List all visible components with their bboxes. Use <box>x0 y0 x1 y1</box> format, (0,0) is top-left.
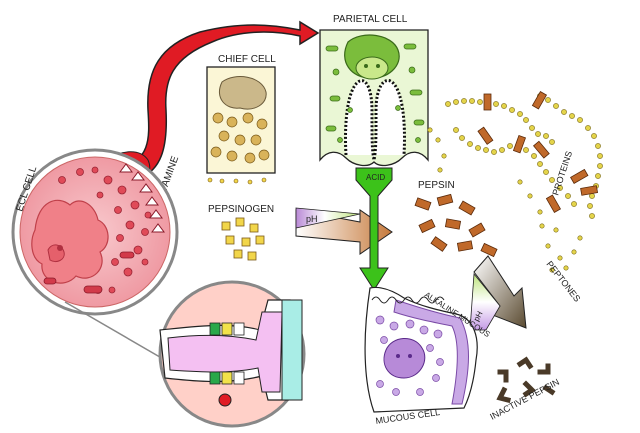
parietal-cell <box>319 29 429 167</box>
acid-arrow <box>355 167 393 291</box>
chief-cell-label: CHIEF CELL <box>218 54 276 65</box>
inactive-pepsin-pieces <box>496 356 556 404</box>
chief-cell <box>206 66 276 185</box>
histamine-release-triangles <box>119 163 165 233</box>
gastric-gland-zoom <box>64 280 306 428</box>
inactivation-arrow <box>469 255 527 331</box>
ecl-cell <box>11 148 179 316</box>
acid-label: ACID <box>366 173 385 182</box>
protein-cut-markers <box>477 91 599 213</box>
peptones-label: PEPTONES <box>544 259 582 304</box>
gland-cell-bands <box>209 322 245 385</box>
pepsinogen-label: PEPSINOGEN <box>208 204 274 215</box>
activation-arrow <box>295 207 393 255</box>
mucous-cell <box>364 286 478 413</box>
ph-label-lower: pH <box>472 309 485 322</box>
ph-label-upper: pH <box>306 214 318 224</box>
parietal-cell-label: PARIETAL CELL <box>333 14 408 25</box>
ecl-granules <box>58 166 152 294</box>
pepsin-blocks <box>414 193 498 258</box>
pepsinogen-granules <box>221 217 265 261</box>
ecl-mitochondria <box>43 251 135 294</box>
pepsin-label: PEPSIN <box>418 180 455 191</box>
protein-chains <box>427 93 603 273</box>
